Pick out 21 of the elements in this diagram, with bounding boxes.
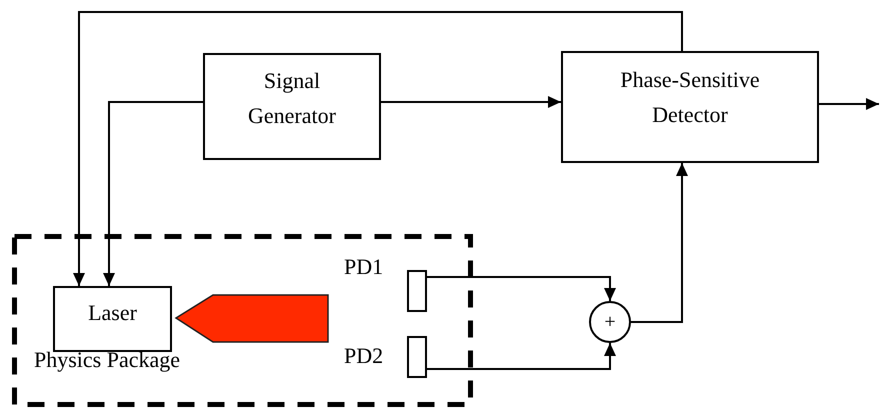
- process-box: [561, 51, 819, 163]
- arrow: [73, 11, 683, 286]
- photodetector-box: [407, 336, 427, 378]
- photodetector-box: [407, 270, 427, 312]
- plus-sign: +: [604, 312, 616, 332]
- dashed-group-box: [12, 234, 473, 407]
- arrow: [819, 98, 879, 110]
- group-label: Physics Package: [34, 347, 180, 373]
- photodetector-label: PD2: [344, 342, 384, 370]
- arrow: [103, 101, 203, 286]
- summing-junction: [589, 301, 631, 343]
- arrow: [381, 96, 561, 108]
- process-box: [53, 286, 172, 352]
- process-box: [203, 53, 381, 160]
- box-label: Phase-Sensitive Detector: [619, 66, 761, 129]
- arrow: [427, 343, 616, 370]
- photodetector-label: PD1: [344, 253, 384, 281]
- box-label: Signal Generator: [247, 67, 337, 130]
- arrow: [631, 163, 688, 323]
- arrow: [427, 276, 616, 301]
- box-label: Laser: [88, 299, 137, 327]
